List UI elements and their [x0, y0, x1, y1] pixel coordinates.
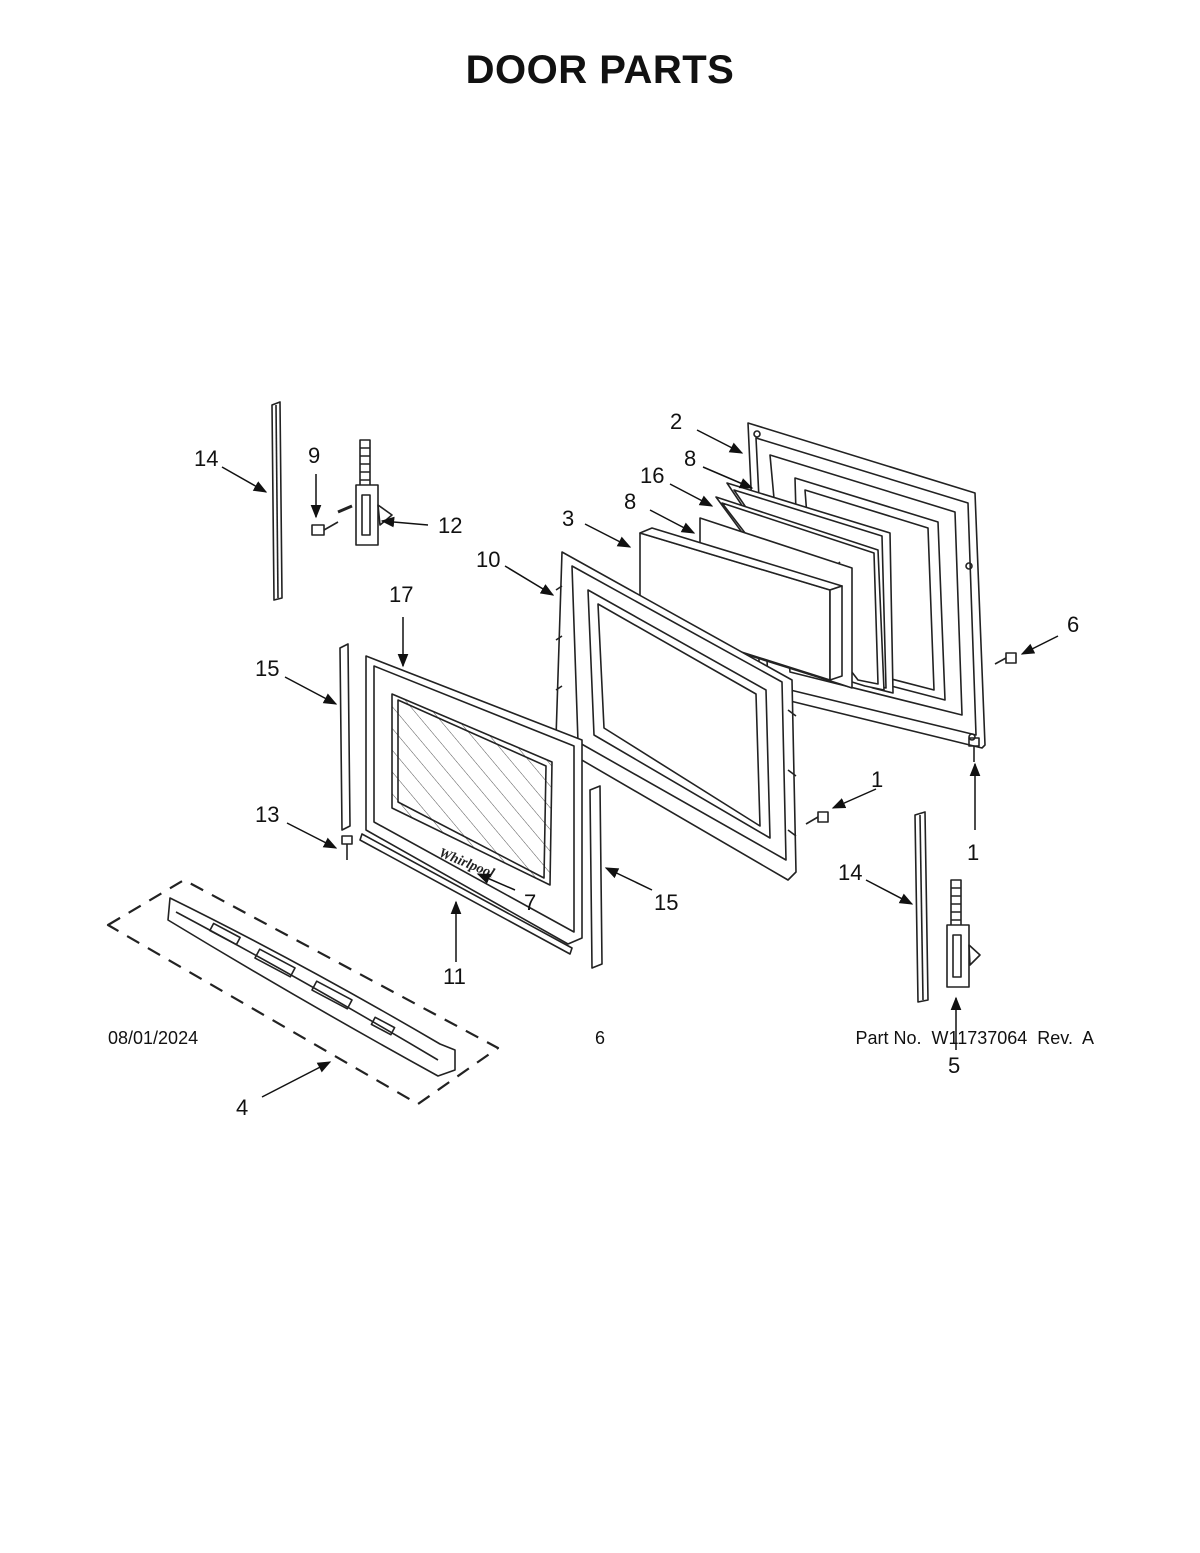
door-liner-part	[555, 551, 797, 881]
leader-arrows	[221, 429, 1059, 1098]
callout-label: 4	[236, 1095, 248, 1120]
screw-part-9	[311, 504, 353, 536]
insulation-part	[639, 527, 843, 681]
side-trim-right-part	[589, 785, 603, 969]
hinge-top-part	[355, 439, 393, 546]
callout-label: 7	[524, 890, 536, 915]
hinge-receiver-bottom-part	[914, 811, 929, 1003]
callout-label: 8	[624, 489, 636, 514]
callout-label: 13	[255, 802, 279, 827]
page-title: DOOR PARTS	[465, 48, 735, 92]
callout-label: 6	[1067, 612, 1079, 637]
callout-label: 3	[562, 506, 574, 531]
callout-label: 9	[308, 443, 320, 468]
outer-door-glass-part	[365, 655, 583, 945]
trim-strip-part	[359, 833, 573, 955]
callout-label: 12	[438, 513, 462, 538]
callout-label: 2	[670, 409, 682, 434]
footer-date: 08/01/2024	[108, 1028, 199, 1048]
callout-label: 17	[389, 582, 413, 607]
callout-label: 14	[838, 860, 862, 885]
callout-label: 15	[654, 890, 678, 915]
callout-labels: 1 1 2 3 4 5 6 7 8 8 9 10 11 12 13 14 14 …	[194, 409, 1079, 1120]
door-handle-part	[106, 878, 500, 1106]
callout-label: 14	[194, 446, 218, 471]
callout-label: 8	[684, 446, 696, 471]
callout-label: 16	[640, 463, 664, 488]
hinge-bottom-part	[946, 879, 981, 988]
callout-label: 5	[948, 1053, 960, 1078]
callout-label: 1	[871, 767, 883, 792]
footer-page-number: 6	[594, 1028, 605, 1048]
callout-label: 10	[476, 547, 500, 572]
callout-label: 11	[443, 964, 466, 989]
screw-part-1-side	[805, 811, 829, 825]
screw-part-6	[994, 652, 1017, 665]
screw-part-13	[341, 835, 353, 860]
footer-part-number: Part No. W11737064 Rev. A	[855, 1028, 1094, 1048]
side-trim-left-part	[339, 643, 351, 831]
callout-label: 15	[255, 656, 279, 681]
callout-label: 1	[967, 840, 979, 865]
hinge-receiver-top-part	[271, 401, 283, 601]
screw-part-1-bottom	[968, 737, 980, 762]
